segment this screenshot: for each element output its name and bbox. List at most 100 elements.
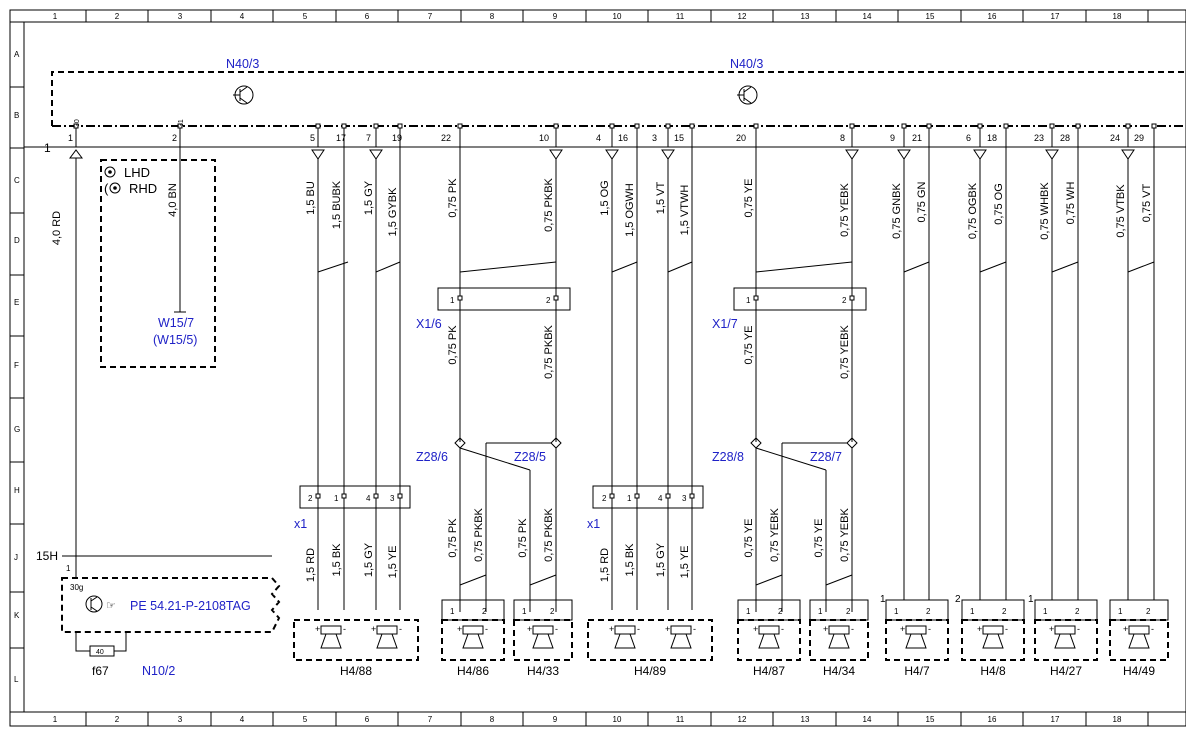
grid-row-label: G [14,425,20,434]
grid-column-label: 6 [365,715,370,724]
speaker-icon: +- [457,624,488,649]
svg-text:1: 1 [970,607,975,616]
transistor-icon [85,595,103,613]
pin-marker [849,295,855,301]
svg-text:-: - [399,624,402,634]
pin-label: 3 [652,133,657,143]
wire-label: 0,75 PKBK [543,507,555,561]
grid-column-label: 11 [676,12,685,21]
pin-marker [609,493,615,499]
wire-label: 0,75 OG [993,183,1005,225]
wire-label: 1,5 BUBK [331,180,343,229]
grid-column-label: 18 [1113,12,1122,21]
svg-text:+: + [371,624,376,634]
grid-column-label: 16 [988,715,997,724]
wire-label: 0,75 YEBK [839,183,851,237]
connector-triangle [69,149,83,159]
grid-column-label: 7 [428,715,433,724]
grid-column-label: 4 [240,715,245,724]
grid-column-label: 11 [676,715,685,724]
pin-marker [1049,123,1055,129]
wire-label: 0,75 WH [1065,182,1077,225]
svg-text:2: 2 [1002,607,1007,616]
svg-text:+: + [315,624,320,634]
control-unit-label-right: N40/3 [730,57,763,71]
pin-label: 2 [172,133,177,143]
grid-column-label: 2 [115,715,120,724]
connector-triangle [1045,149,1059,160]
pin-marker [315,123,321,129]
connector-triangle [973,149,987,160]
splice-label: Z28/5 [514,450,546,464]
svg-text:+: + [665,624,670,634]
connector-triangle [605,149,619,160]
wire-label: 0,75 PKBK [543,177,555,231]
connector-triangle [549,149,563,160]
pin-label: 28 [1060,133,1070,143]
pin-marker [689,493,695,499]
speaker-icon: +- [823,624,854,649]
pin-label: 22 [441,133,451,143]
svg-text:1: 1 [894,607,899,616]
svg-text:-: - [1151,624,1154,634]
connector-pin-label: 4 [658,494,663,503]
pin-marker [665,123,671,129]
wire-label: 1,5 GYBK [387,187,399,237]
splice-label: Z28/6 [416,450,448,464]
pin-label: 20 [736,133,746,143]
pin-marker [977,123,983,129]
wire-label: 0,75 WHBK [1039,182,1051,240]
speaker-icon: +- [753,624,784,649]
connector-pin-label: 2 [842,296,847,305]
transistor-icon [737,85,758,105]
grid-column-label: 6 [365,12,370,21]
speaker-icon: +- [1123,624,1154,649]
pin-marker [373,123,379,129]
grid-row-label: L [14,675,19,684]
pin-marker [689,123,695,129]
twist [611,261,638,273]
amp-name: N10/2 [142,664,175,678]
pin-marker [341,493,347,499]
pin-marker [315,493,321,499]
svg-text:+: + [457,624,462,634]
speaker-label: H4/34 [823,664,855,678]
terminal-label: 15H [36,549,58,563]
grid-column-label: 1 [53,12,58,21]
pin-label: 5 [310,133,315,143]
svg-text:1: 1 [818,607,823,616]
grid-column-label: 13 [801,715,810,724]
wire-label: 0,75 YEBK [839,325,851,379]
grid-column-label: 17 [1051,12,1060,21]
grid-row-label: C [14,176,20,185]
svg-text:-: - [781,624,784,634]
wire-label: 0,75 GNBK [891,183,903,239]
grid-column-label: 8 [490,715,495,724]
grid-column-label: 4 [240,12,245,21]
grid-column-label: 10 [613,12,622,21]
wire-label: 0,75 YE [743,326,755,365]
reference-label: PE 54.21-P-2108TAG [130,599,251,613]
twist [979,261,1007,273]
pin-label: 1 [68,133,73,143]
pin-marker [553,295,559,301]
grid-row-label: E [14,298,19,307]
grid-column-label: 9 [553,715,558,724]
grid-column-label: 5 [303,12,308,21]
variant-mark: 2 [955,594,961,605]
grid-column-label: 12 [738,12,747,21]
speaker-label: H4/89 [634,664,666,678]
connector-pin-label: 2 [308,494,313,503]
speaker-label: H4/88 [340,664,372,678]
speaker-icon: +- [665,624,696,649]
wire-label: 0,75 VT [1141,183,1153,222]
pin-label: 31 [178,119,185,127]
wire-label: 0,75 VTBK [1115,184,1127,238]
twist [459,574,487,586]
wire-label: 1,5 RD [599,548,611,582]
svg-text:+: + [609,624,614,634]
